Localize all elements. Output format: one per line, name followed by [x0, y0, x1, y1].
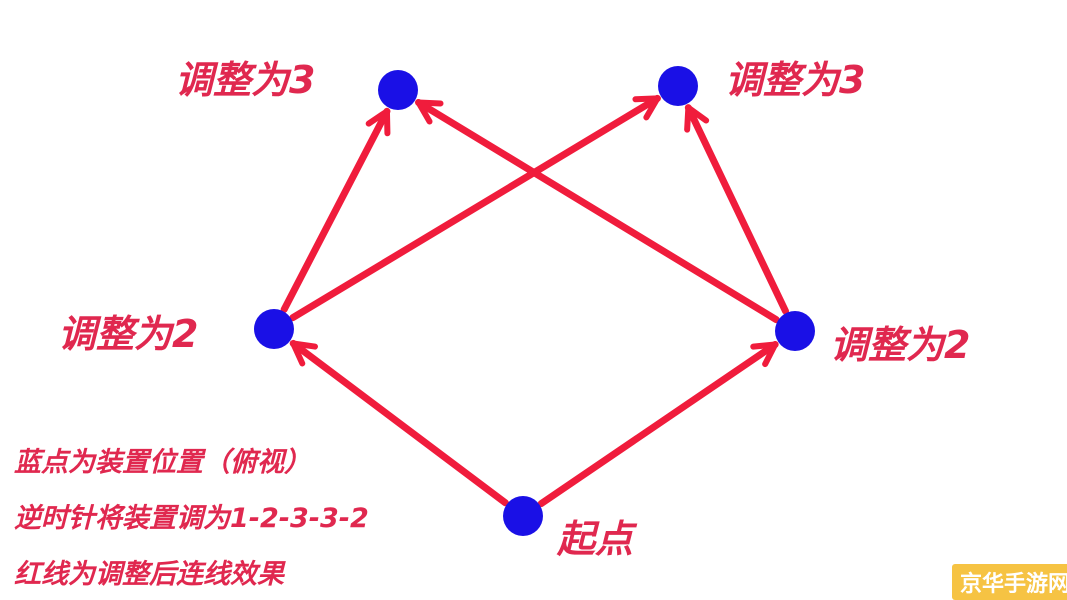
arrowhead-stroke	[365, 108, 390, 127]
edge-arrow-start-to-right-mid	[537, 340, 779, 508]
edges-layer	[280, 94, 790, 508]
watermark-logo: 京华手游网	[952, 564, 1067, 600]
labels-layer: 起点 调整为2 调整为2 调整为3 调整为3	[58, 58, 970, 561]
device-node-start	[503, 496, 543, 536]
edge-arrow-left-mid-to-right-top	[289, 94, 661, 322]
edge-arrow-right-mid-to-left-top	[415, 98, 780, 324]
node-label-left-top: 调整为3	[175, 58, 315, 102]
arrowhead-stroke	[290, 340, 318, 350]
edge-line	[684, 104, 790, 315]
device-node-right-mid	[775, 311, 815, 351]
edge-arrow-left-mid-to-left-top	[280, 107, 391, 313]
edge-line	[289, 339, 509, 507]
node-label-left-mid: 调整为2	[58, 312, 198, 356]
arrowhead-stroke	[632, 95, 661, 103]
legend-note-order: 逆时针将装置调为1-2-3-3-2	[14, 503, 369, 534]
node-label-start: 起点	[556, 517, 638, 561]
legend-note-red-lines: 红线为调整后连线效果	[14, 559, 284, 590]
arrowhead-stroke	[643, 95, 661, 121]
device-node-left-top	[378, 70, 418, 110]
edge-line	[280, 107, 391, 313]
device-node-right-top	[658, 66, 698, 106]
legend-note-blue-dots: 蓝点为装置位置（俯视）	[14, 447, 311, 478]
arrowhead-stroke	[415, 99, 444, 107]
arrowhead-stroke	[750, 341, 779, 350]
arrowhead-stroke	[290, 340, 306, 367]
edge-arrow-start-to-left-mid	[289, 339, 509, 507]
edge-line	[415, 98, 780, 324]
device-node-left-mid	[254, 309, 294, 349]
arrowhead-stroke	[684, 104, 692, 133]
edge-arrow-right-mid-to-right-top	[684, 104, 790, 315]
node-label-right-top: 调整为3	[725, 58, 865, 102]
edge-line	[537, 340, 779, 508]
arrowhead-stroke	[762, 341, 779, 368]
nodes-layer	[254, 66, 815, 536]
node-label-right-mid: 调整为2	[830, 323, 970, 367]
edge-line	[289, 94, 661, 322]
arrowhead-stroke	[415, 99, 433, 125]
arrowhead-stroke	[685, 104, 710, 124]
